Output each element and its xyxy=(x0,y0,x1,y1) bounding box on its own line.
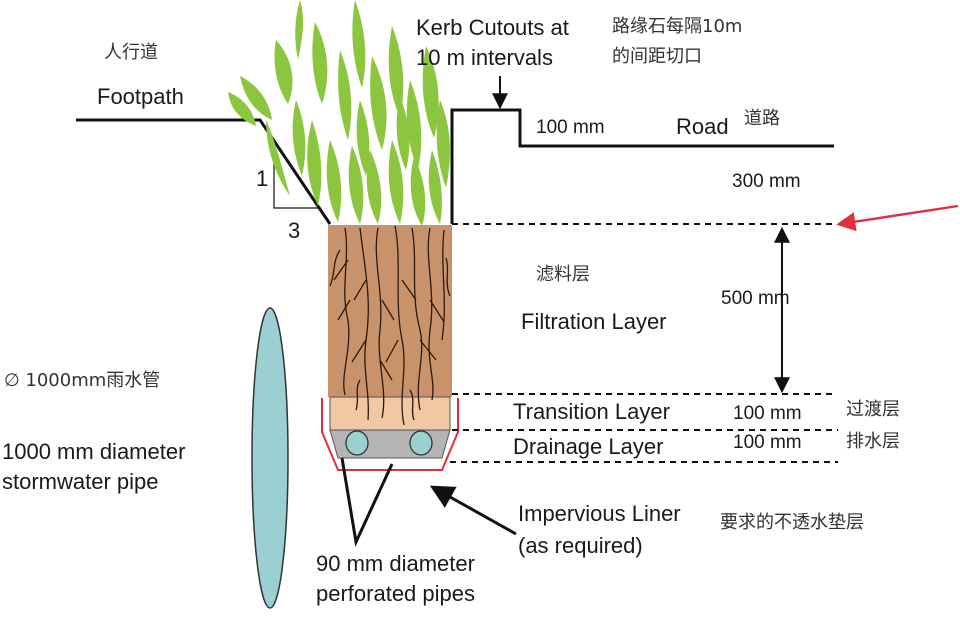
transition-layer-label: Transition Layer xyxy=(513,399,670,424)
perforated-pipe-right xyxy=(409,430,433,456)
kerb-cutouts-label-cn-line1: 路缘石每隔10m xyxy=(612,16,743,37)
drainage-layer-label: Drainage Layer xyxy=(513,434,664,459)
depth-500-label: 500 mm xyxy=(721,288,790,309)
filtration-layer-label-cn: 滤料层 xyxy=(536,264,590,285)
kerb-height-label: 100 mm xyxy=(536,117,605,138)
impervious-liner-label-cn: 要求的不透水垫层 xyxy=(720,512,864,533)
drainage-depth-label: 100 mm xyxy=(733,432,802,453)
filtration-layer-label: Filtration Layer xyxy=(521,309,667,334)
slope-run-label: 3 xyxy=(288,218,301,243)
impervious-liner-label-line2: (as required) xyxy=(518,533,643,558)
transition-depth-label: 100 mm xyxy=(733,403,802,424)
road-label: Road xyxy=(676,114,729,139)
roots-icon xyxy=(329,225,451,426)
perforated-pipe-leaders xyxy=(340,457,394,548)
slope-rise-label: 1 xyxy=(256,166,269,191)
transition-layer-label-cn: 过渡层 xyxy=(846,399,900,420)
transition-layer-fill xyxy=(329,396,451,431)
stormwater-pipe-label-cn: ∅ 1000mm雨水管 xyxy=(4,370,161,391)
liner-pointer-arrow xyxy=(429,485,517,536)
kerb-cutouts-label-line2: 10 m intervals xyxy=(416,45,553,70)
stormwater-pipe xyxy=(251,307,289,609)
perforated-pipes-label-line1: 90 mm diameter xyxy=(316,551,475,576)
impervious-liner-label-line1: Impervious Liner xyxy=(518,501,681,526)
stormwater-pipe-label-line2: stormwater pipe xyxy=(2,469,159,494)
depth-300-label: 300 mm xyxy=(732,171,801,192)
footpath-label-cn: 人行道 xyxy=(104,42,158,63)
footpath-line xyxy=(76,118,332,225)
kerb-cutouts-label-line1: Kerb Cutouts at xyxy=(416,15,569,40)
road-label-cn: 道路 xyxy=(744,108,780,129)
red-pointer-arrow xyxy=(836,204,959,232)
perforated-pipe-left xyxy=(345,430,369,456)
kerb-cutouts-label-cn-line2: 的间距切口 xyxy=(612,46,702,67)
vegetation-icon xyxy=(228,0,450,226)
road-profile-line xyxy=(450,108,834,224)
footpath-label: Footpath xyxy=(97,84,184,109)
perforated-pipes-label-line2: perforated pipes xyxy=(316,581,475,606)
drainage-layer-label-cn: 排水层 xyxy=(846,431,900,452)
stormwater-pipe-label-line1: 1000 mm diameter xyxy=(2,439,186,464)
